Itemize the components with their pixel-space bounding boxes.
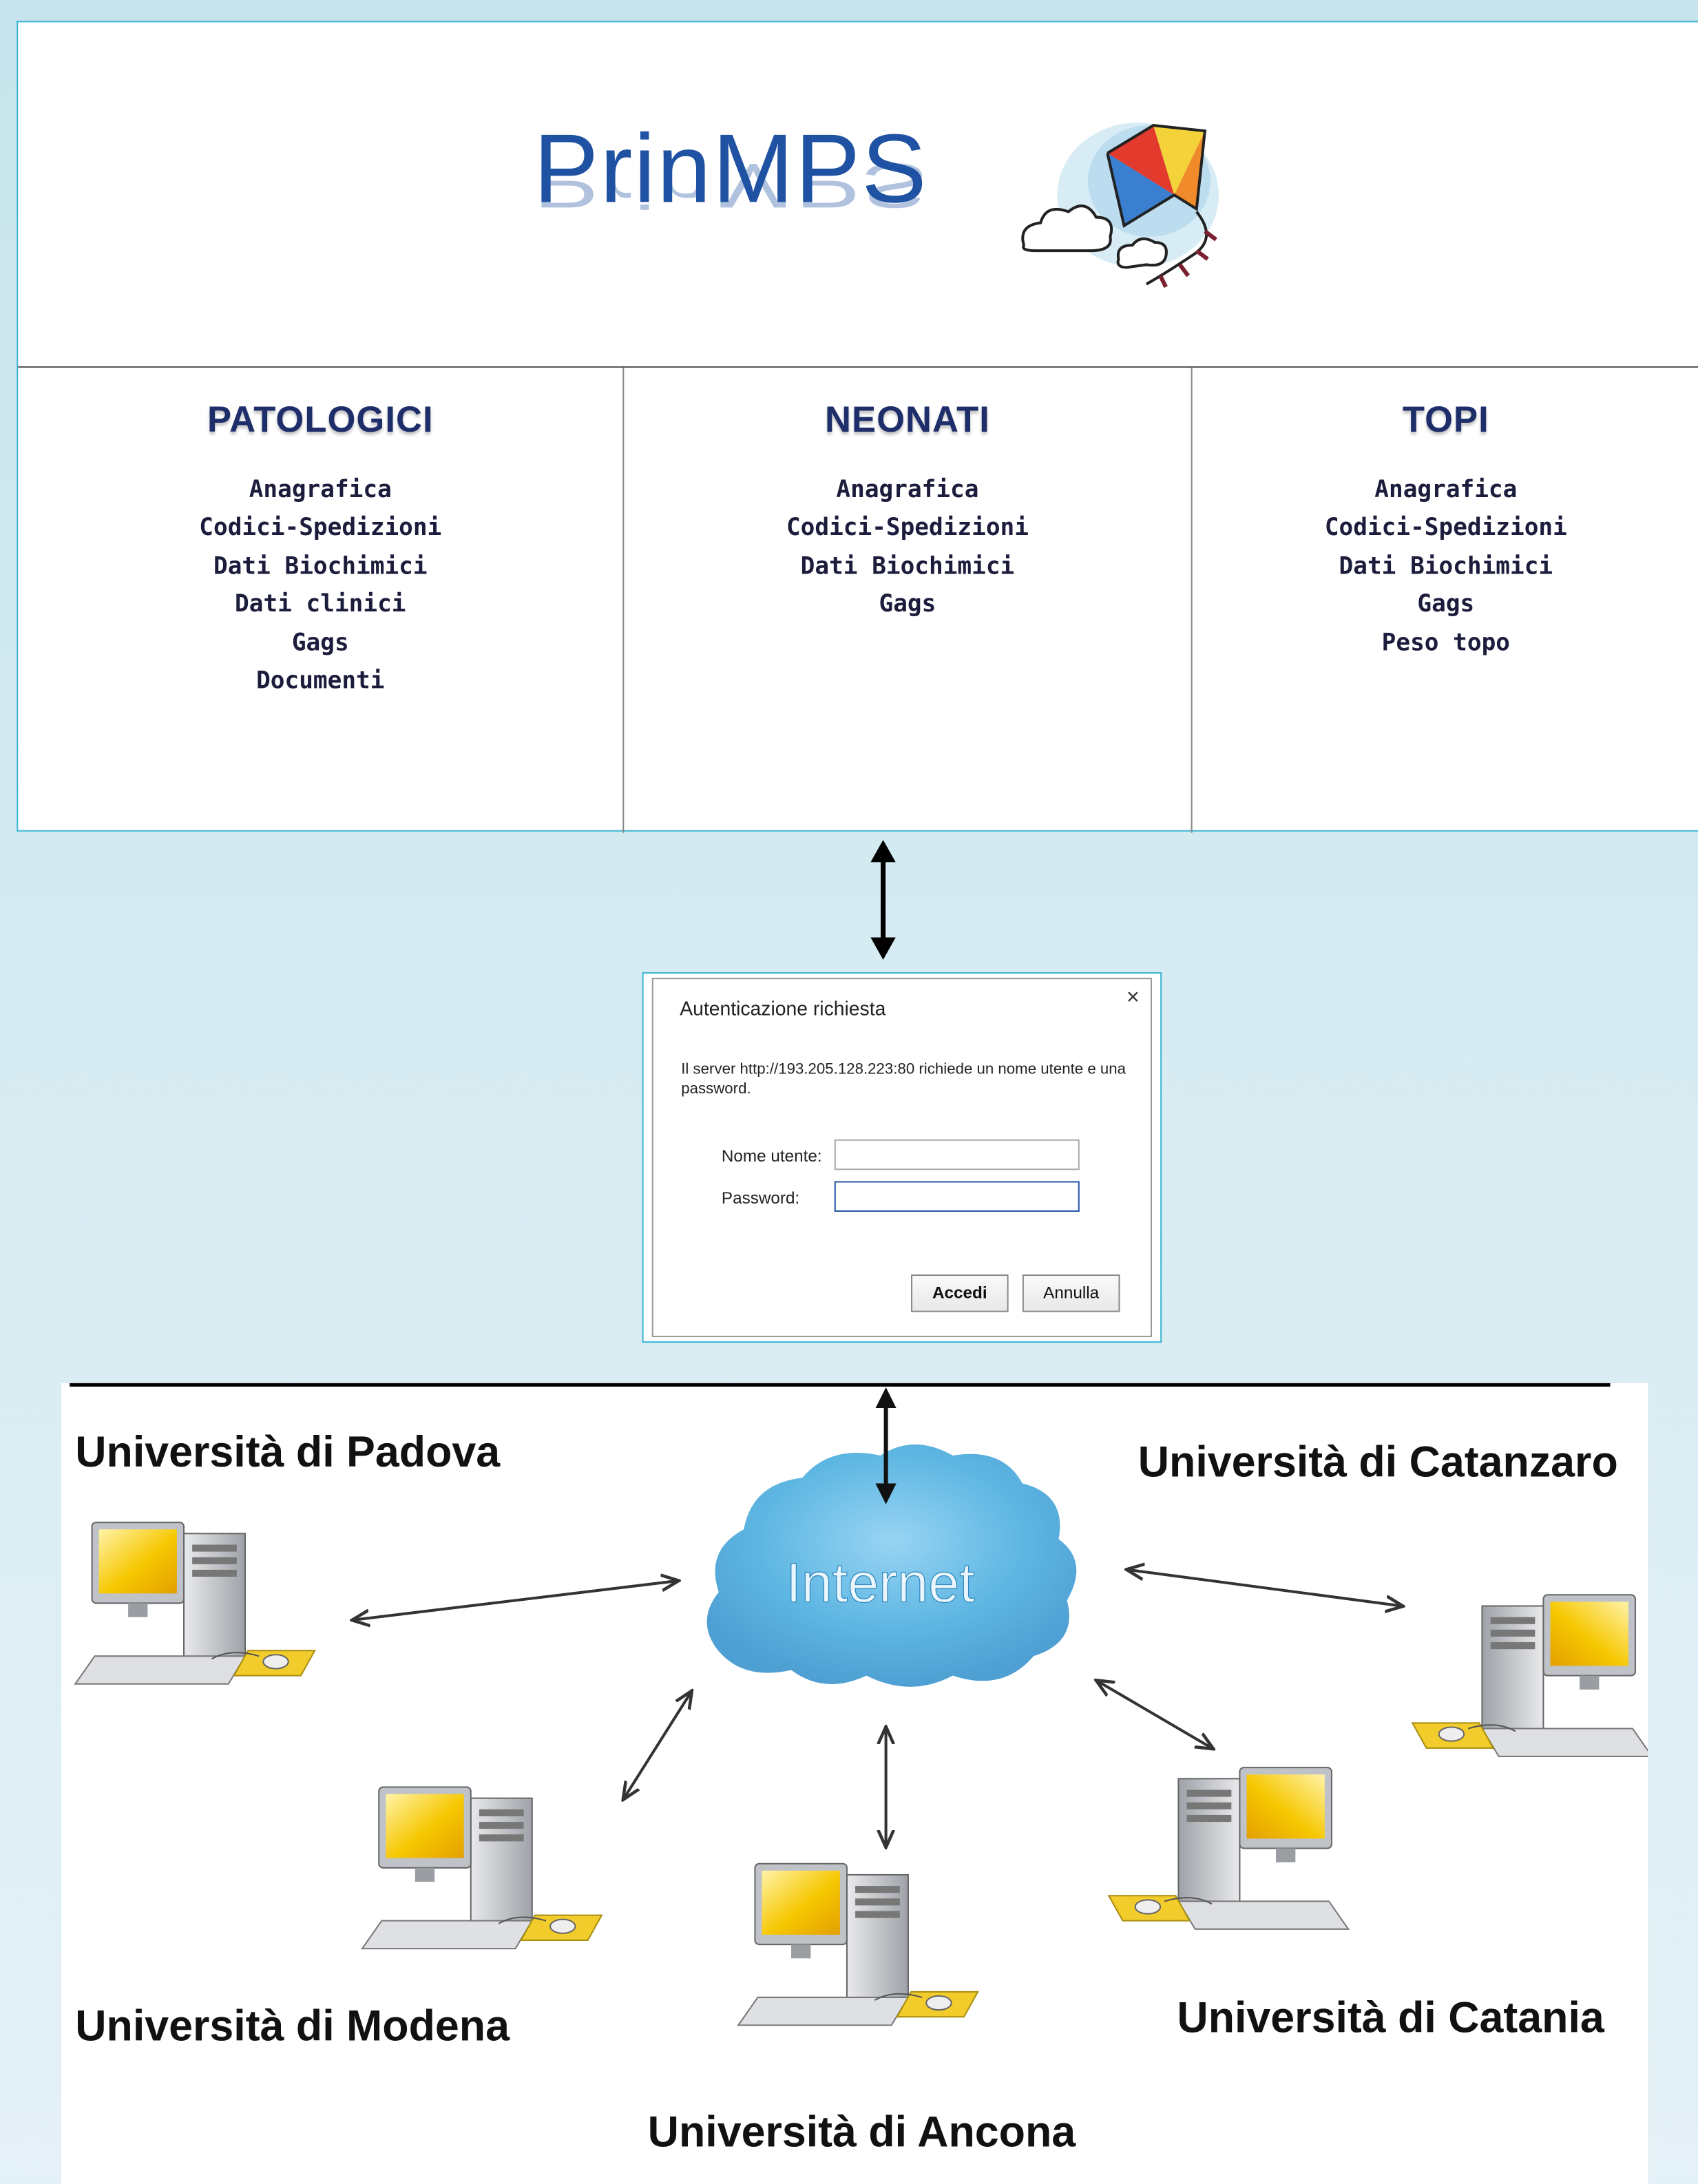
dialog-message: Il server http://193.205.128.223:80 rich… [681,1061,1126,1098]
menu-item-gags[interactable]: Gags [1417,591,1475,619]
menu-item-dati-biochimici[interactable]: Dati Biochimici [800,552,1015,581]
password-label: Password: [721,1188,800,1208]
computer-modena-icon [361,1786,602,1950]
university-catania-label: Università di Catania [1177,1993,1604,2042]
university-catanzaro-label: Università di Catanzaro [1138,1437,1618,1487]
column-neonati: NEONATI Anagrafica Codici-Spedizioni Dat… [624,368,1193,833]
menu-item-anagrafica[interactable]: Anagrafica [836,476,979,505]
menu-list: Anagrafica Codici-Spedizioni Dati Biochi… [624,472,1191,625]
username-label: Nome utente: [721,1146,822,1166]
university-padova-label: Università di Padova [75,1427,501,1477]
logo-text: PrinMPS [533,114,928,223]
computer-padova-icon [74,1522,316,1685]
network-diagram: Internet Università di Padova Università… [61,1383,1648,2184]
column-title: PATOLOGICI [207,398,434,441]
computer-catania-icon [1108,1767,1350,1930]
cancel-button[interactable]: Annulla [1022,1274,1120,1312]
logo-reflection: PrinMPS [533,154,928,218]
menu-item-anagrafica[interactable]: Anagrafica [1374,476,1518,505]
login-dialog: Autenticazione richiesta × Il server htt… [651,978,1152,1338]
column-topi: TOPI Anagrafica Codici-Spedizioni Dati B… [1193,368,1698,833]
menu-item-dati-biochimici[interactable]: Dati Biochimici [1339,552,1553,581]
dialog-title: Autenticazione richiesta [680,997,886,1020]
double-arrow-icon [870,839,896,960]
internet-label: Internet [786,1552,974,1614]
menu-item-anagrafica[interactable]: Anagrafica [249,476,392,505]
header: PrinMPS PrinMPS [18,22,1698,366]
menu-list: Anagrafica Codici-Spedizioni Dati Biochi… [18,472,622,702]
menu-item-codici-spedizioni[interactable]: Codici-Spedizioni [199,514,442,543]
close-icon[interactable]: × [1126,986,1140,1010]
computer-ancona-icon [737,1862,979,2026]
column-title: TOPI [1402,398,1489,441]
menu-item-codici-spedizioni[interactable]: Codici-Spedizioni [1324,514,1567,543]
menu-item-dati-biochimici[interactable]: Dati Biochimici [213,552,428,581]
menu-item-peso-topo[interactable]: Peso topo [1381,629,1511,658]
menu-item-gags[interactable]: Gags [879,591,936,619]
login-dialog-frame: Autenticazione richiesta × Il server htt… [642,972,1162,1343]
internet-cloud-icon [706,1444,1077,1687]
menu-list: Anagrafica Codici-Spedizioni Dati Biochi… [1193,472,1698,663]
university-modena-label: Università di Modena [75,2002,510,2050]
password-field[interactable] [834,1181,1080,1212]
login-button[interactable]: Accedi [911,1274,1009,1312]
kite-logo-icon [1021,123,1219,288]
menu-item-gags[interactable]: Gags [291,629,349,658]
menu-item-documenti[interactable]: Documenti [256,667,385,695]
section-columns: PATOLOGICI Anagrafica Codici-Spedizioni … [18,366,1698,833]
menu-item-dati-clinici[interactable]: Dati clinici [235,591,406,619]
username-field[interactable] [834,1139,1080,1170]
site-panel: PrinMPS PrinMPS [17,21,1698,833]
column-patologici: PATOLOGICI Anagrafica Codici-Spedizioni … [18,368,625,833]
computer-catanzaro-icon [1412,1594,1648,1757]
network-drawing: Internet [70,1383,1648,2026]
university-ancona-label: Università di Ancona [647,2107,1076,2156]
column-title: NEONATI [825,398,990,441]
menu-item-codici-spedizioni[interactable]: Codici-Spedizioni [786,514,1029,543]
